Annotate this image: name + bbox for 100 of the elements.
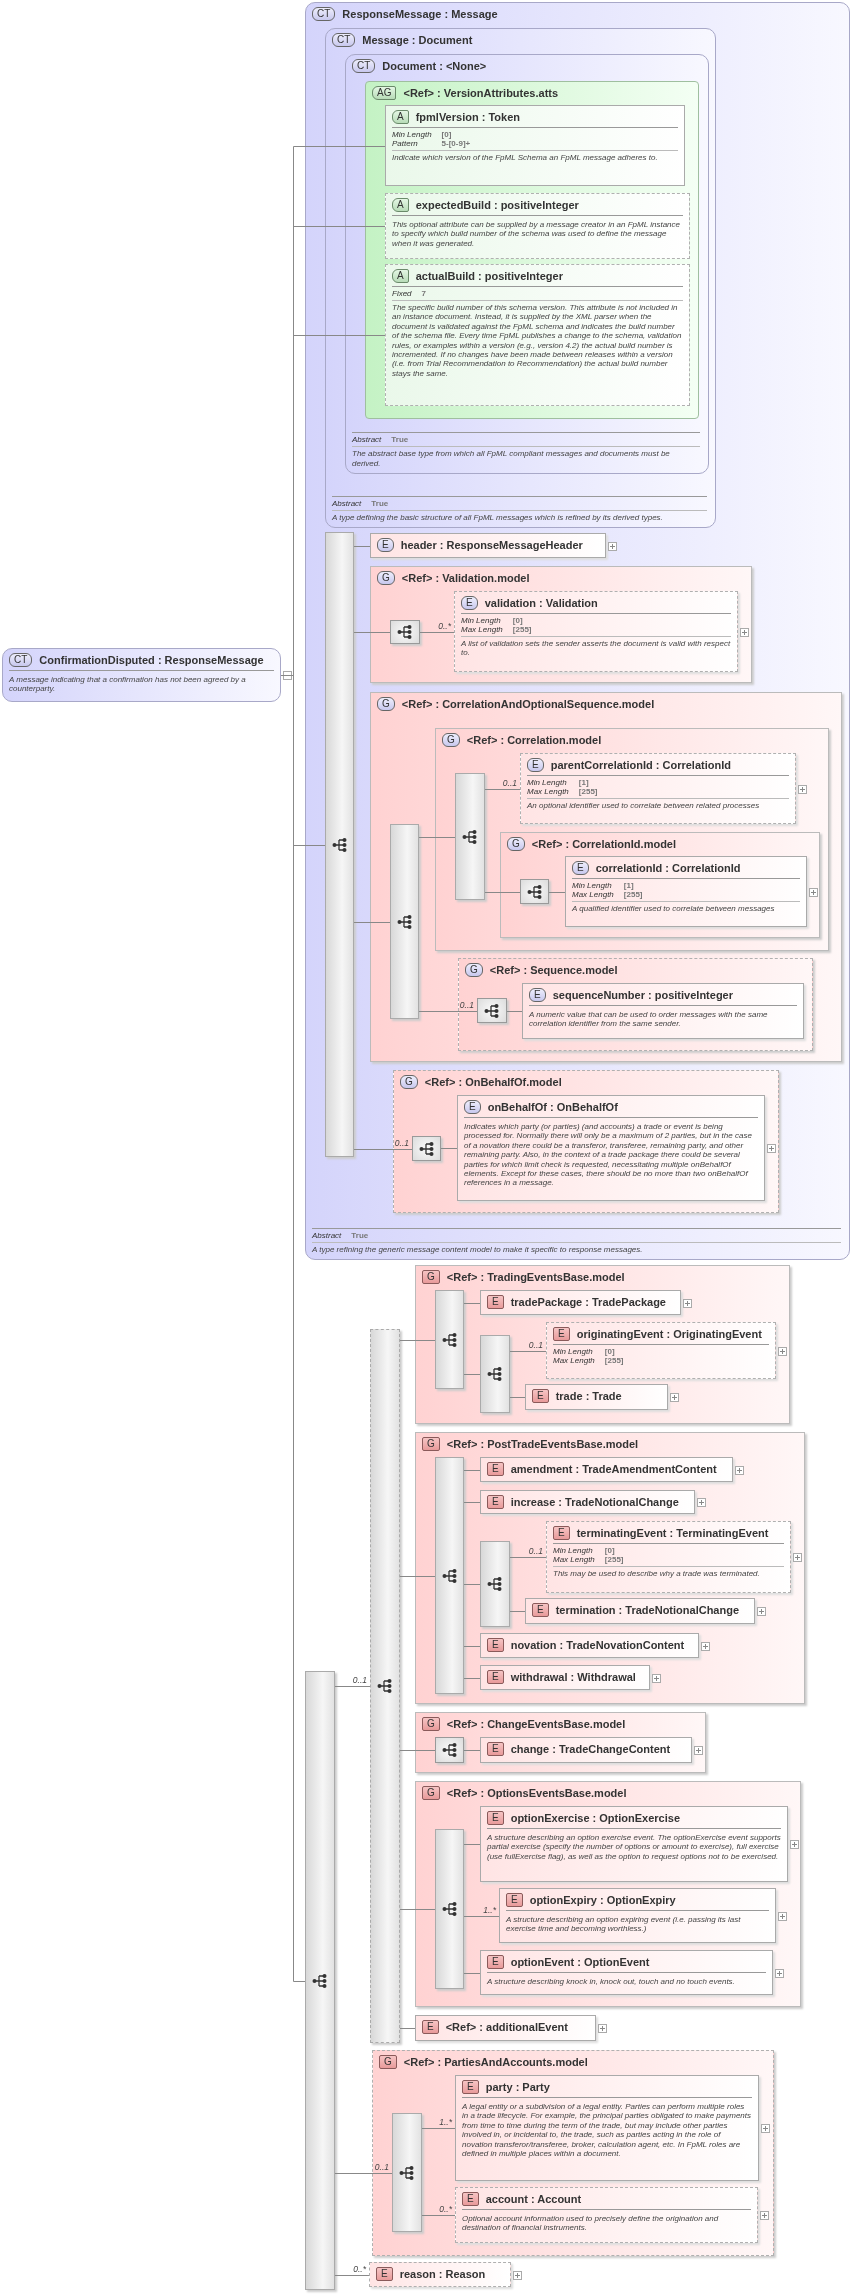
node-title: withdrawal : Withdrawal [510,1671,636,1683]
connector-line [463,1646,481,1647]
sequence-box [477,998,507,1023]
cardinality-label: 0..* [439,2203,452,2214]
type-badge: A [392,269,409,283]
description-text: A structure describing knock in, knock out, touch and no touch events. [487,1976,736,1987]
sequence-bar [435,1829,464,1989]
connector-line [484,789,521,790]
model-group-box [372,2050,774,2256]
type-badge: G [422,1717,440,1731]
description-text: This may be used to describe why a trade was terminated. [553,1566,784,1579]
sequence-bar [392,2113,422,2232]
sequence-bar [455,773,485,900]
node-title: fpmlVersion : Token [415,111,520,123]
complex-type-box [305,2,850,1260]
element-box [454,591,738,672]
connector-line [334,2275,370,2276]
connector-line [440,1148,458,1149]
connector-line [509,1557,547,1558]
model-group-box [458,958,813,1051]
connector-line [421,2215,456,2216]
node-title: ConfirmationDisputed : ResponseMessage [39,654,264,666]
connector-line [399,1750,436,1751]
connector-line [463,1303,481,1304]
node-title: <Ref> : additionalEvent [445,2021,568,2033]
complex-type-box [2,648,281,702]
node-title: Document : <None> [382,60,487,72]
element-box [480,1806,788,1882]
connector-line [463,1584,481,1585]
type-badge: E [487,1955,504,1969]
connector-line [506,1011,523,1012]
node-title: optionExercise : OptionExercise [510,1812,680,1824]
facet-value: True [351,1230,370,1240]
type-badge: E [487,1811,504,1825]
type-badge: E [487,1742,504,1756]
type-badge: CT [9,653,33,667]
facet-value: True [371,498,390,508]
node-title: <Ref> : OptionsEventsBase.model [446,1787,627,1799]
cardinality-label: 1..* [439,2116,452,2127]
description-text: Optional account information used to precisely define the origination and destination of financial instruments. [462,2213,720,2233]
node-title: increase : TradeNotionalChange [510,1496,679,1508]
model-group-box [393,1070,779,1213]
type-badge: E [532,1603,549,1617]
description-text: The specific build number of this schema version. This attribute is not included in an instance document. Instead, it is supplied by the XML parser when the document is validated against the FpML schema and indicates the build number of the schema file. Every time FpML publishes a change to the schema, validation rules, or examples within a version (e.g., version 4.2) the actual build number is incremented. If no changes have been made between releases within a version (i.e. from Trial Recommendation to Recommendation) the actual build number stays the same. [392,300,683,379]
type-badge: G [442,733,460,747]
cardinality-label: 0..1 [502,777,517,788]
element-box [455,2187,758,2243]
node-title: optionExpiry : OptionExpiry [529,1894,676,1906]
node-title: <Ref> : PostTradeEventsBase.model [446,1438,639,1450]
sequence-bar [325,532,354,1157]
element-box [520,753,796,824]
connector-line [463,1374,481,1375]
facet-name: Min Length [392,130,432,139]
type-badge: E [532,1389,549,1403]
element-box [565,856,807,927]
type-badge: E [462,2080,479,2094]
model-group-box [435,728,829,951]
node-title: header : ResponseMessageHeader [400,539,583,551]
description-text: Indicate which version of the FpML Schema an FpML message adheres to. [392,150,678,163]
element-box [480,1950,773,1995]
element-box [480,1457,733,1482]
node-title: tradePackage : TradePackage [510,1296,666,1308]
node-title: reason : Reason [399,2268,486,2280]
facet-value: [1] [623,881,635,890]
description-text: A legal entity or a subdivision of a legal entity. Parties can perform multiple roles in a trade lifecycle. For example, the principal parties obligated to make payments from time to time during the term of the trade, but may include other parties involved in, or incidental to, the trade, such as parties acting in the role of novation transferor/transferee, broker, calculation agent, etc. In FpML roles are defined in multiple places within a document. [462,2101,752,2159]
node-title: amendment : TradeAmendmentContent [510,1463,717,1475]
node-title: <Ref> : CorrelationAndOptionalSequence.model [401,698,655,710]
node-title: actualBuild : positiveInteger [415,270,563,282]
type-badge: E [461,596,478,610]
type-badge: G [422,1270,440,1284]
node-title: termination : TradeNotionalChange [555,1604,740,1616]
element-box [369,2262,511,2287]
node-title: account : Account [485,2193,582,2205]
facet-name: Pattern [392,139,419,148]
type-badge: E [464,1100,481,1114]
facet-value: [255] [578,787,599,796]
type-badge: E [506,1893,523,1907]
sequence-bar [305,1671,335,2290]
connector-line [353,1149,413,1150]
type-badge: CT [312,7,336,21]
type-badge: E [572,861,589,875]
type-badge: G [377,697,395,711]
type-badge: A [392,110,409,124]
connector-line [399,2028,416,2029]
type-badge: G [507,837,525,851]
element-box [455,2075,759,2181]
sequence-bar [480,1335,510,1413]
cardinality-label: 0..1 [528,1545,543,1556]
type-badge: E [487,1495,504,1509]
model-group-box [415,1265,790,1424]
element-box [499,1888,776,1943]
node-title: <Ref> : CorrelationId.model [531,838,677,850]
facet-value: [0] [604,1347,616,1356]
model-group-box [415,1432,805,1704]
facet-value: [0] [512,616,524,625]
node-title: novation : TradeNovationContent [510,1639,685,1651]
facet-name: Min Length [572,881,613,890]
connector-line [509,1351,547,1352]
facet-value: [255] [604,1555,625,1564]
connector-line [463,1844,481,1845]
